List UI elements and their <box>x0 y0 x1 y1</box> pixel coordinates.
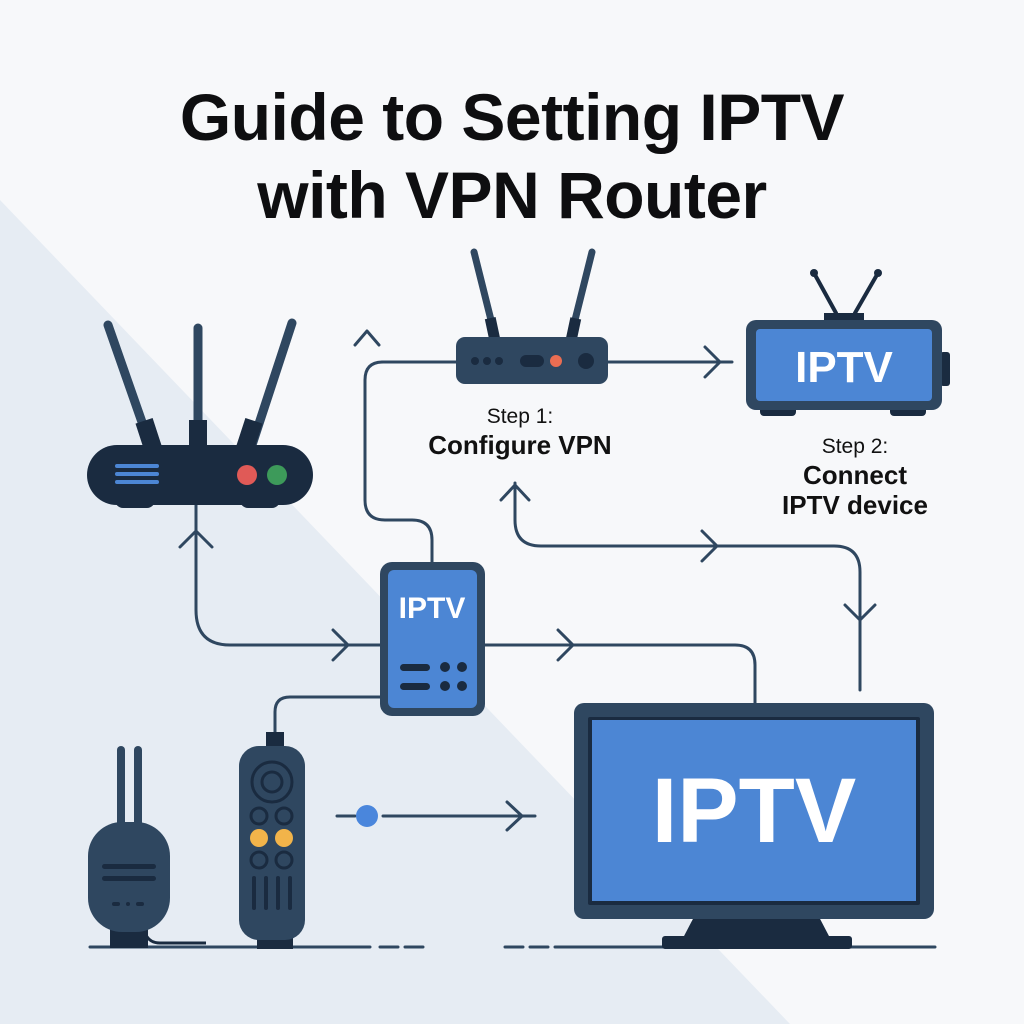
main-tv-icon: IPTV <box>574 703 934 949</box>
wifi-adapter-icon <box>88 746 206 948</box>
set-top-tv-label: IPTV <box>795 343 893 392</box>
step-2-number: Step 2: <box>821 435 889 458</box>
iptv-set-top-tv-icon: IPTV <box>746 269 950 416</box>
step-1-number: Step 1: <box>486 405 554 428</box>
led-orange <box>550 355 562 367</box>
arrow-right-icon <box>700 529 719 563</box>
led-red <box>237 465 257 485</box>
step-1-label: Step 1: Configure VPN <box>400 404 640 460</box>
remote-button-yellow <box>250 829 268 847</box>
title-line-1: Guide to Setting IPTV <box>179 80 845 154</box>
connector-lines <box>88 329 937 949</box>
arrow-right-icon <box>703 345 722 379</box>
remote-button-yellow <box>275 829 293 847</box>
main-tv-label: IPTV <box>652 760 856 862</box>
step-1-text: Configure VPN <box>428 430 612 460</box>
title-line-2: with VPN Router <box>257 158 767 232</box>
iptv-box-label: IPTV <box>399 592 466 625</box>
step-2-label: Step 2: Connect IPTV device <box>740 434 970 520</box>
arrow-up-icon <box>178 529 214 549</box>
arrow-up-icon <box>499 483 531 502</box>
step-2-text-line-1: Connect <box>803 460 907 490</box>
vpn-router-icon <box>456 248 608 384</box>
connector-iptv-box-to-small-router <box>363 360 460 565</box>
iptv-box-icon: IPTV <box>380 562 485 716</box>
page-title: Guide to Setting IPTV with VPN Router <box>0 78 1024 234</box>
arrow-right-icon <box>331 628 350 662</box>
connector-router-to-iptv-box <box>194 503 382 647</box>
connector-iptv-box-to-remote <box>273 695 382 737</box>
arrow-down-icon <box>843 603 877 622</box>
step-2-text-line-2: IPTV device <box>782 490 928 520</box>
main-router-icon <box>87 318 313 508</box>
arrow-up-icon <box>353 329 381 347</box>
connector-iptv-box-to-main-tv <box>483 643 757 705</box>
remote-control-icon <box>239 732 305 949</box>
arrow-right-icon <box>556 628 575 662</box>
signal-dot <box>356 805 378 827</box>
led-green <box>267 465 287 485</box>
connector-step1-to-step2 <box>513 481 862 692</box>
arrow-right-icon <box>505 800 524 832</box>
